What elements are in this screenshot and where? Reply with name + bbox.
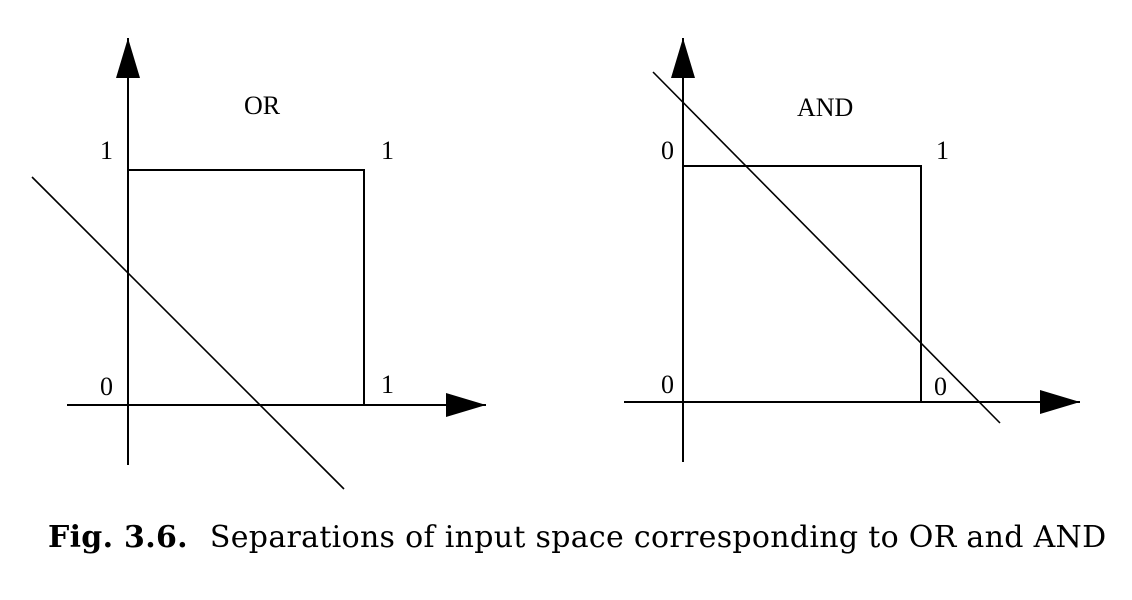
and-label-top-left: 0 [661, 136, 674, 165]
and-label-bottom-right: 0 [934, 372, 947, 401]
and-label-top-right: 1 [936, 136, 949, 165]
or-label-top-left: 1 [100, 136, 113, 165]
or-label-top-right: 1 [381, 136, 394, 165]
and-separating-line [652, 71, 1001, 424]
or-label-bottom-right: 1 [381, 370, 394, 399]
or-separating-line [31, 176, 345, 490]
and-unit-square [682, 165, 922, 403]
or-panel: OR 1 1 0 1 [31, 38, 486, 490]
or-label-bottom-left: 0 [100, 372, 113, 401]
or-unit-square [127, 169, 365, 406]
caption-figure-number: Fig. 3.6. [48, 520, 188, 555]
and-label-bottom-left: 0 [661, 370, 674, 399]
figure-caption: Fig. 3.6. Separations of input space corr… [48, 520, 1106, 555]
and-panel: AND 0 1 0 0 [624, 38, 1080, 462]
and-title: AND [797, 93, 853, 122]
or-title: OR [244, 91, 281, 120]
caption-text: Separations of input space corresponding… [209, 520, 1107, 555]
